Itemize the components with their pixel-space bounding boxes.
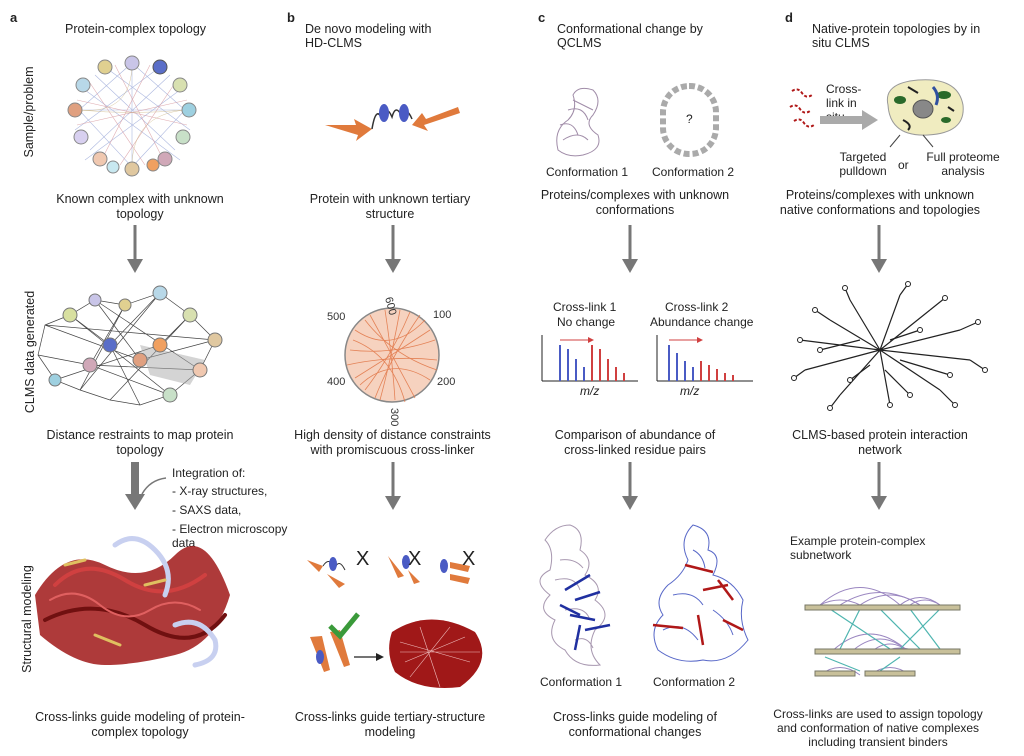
targeted-pulldown-label: Targeted pulldown [839, 150, 887, 178]
topology-network-figure [37, 285, 223, 406]
row-label-sample: Sample/problem [22, 66, 36, 158]
free-proteins-squiggles [789, 88, 815, 128]
example-subnetwork-label: Example protein-complex subnetwork [790, 534, 926, 562]
conformation-2-model-label: Conformation 2 [653, 675, 736, 689]
panel-c-caption-2: Comparison of abundance of cross-linked … [554, 428, 716, 457]
rejected-model-1 [307, 557, 346, 588]
complex-structure-model [35, 536, 230, 668]
integration-item-saxs: - SAXS data, [172, 503, 242, 517]
arrow-b1 [385, 225, 401, 273]
crosslink-1-title: Cross-link 1 [553, 300, 617, 314]
conformation-2-label: Conformation 2 [652, 165, 735, 179]
panel-letter-d: d [785, 10, 793, 25]
crosslink-2-title: Cross-link 2 [665, 300, 729, 314]
panel-letter-c: c [538, 10, 546, 25]
circos-plot: 600 100 200 300 400 500 [327, 296, 455, 427]
full-proteome-label: Full proteome analysis [926, 150, 1000, 178]
mz-label-2: m/z [680, 384, 700, 398]
conformation-1-model [539, 524, 611, 666]
crosslink-2-subtitle: Abundance change [650, 315, 754, 329]
circos-tick-300: 300 [388, 408, 400, 426]
integration-bracket [141, 477, 167, 495]
conformation-1-label: Conformation 1 [546, 165, 629, 179]
panel-c-caption-3: Cross-links guide modeling of conformati… [553, 710, 717, 739]
circos-tick-500: 500 [327, 311, 345, 323]
subnetwork-figure [804, 587, 961, 677]
crosslink-arrow [820, 110, 878, 130]
protein-interaction-network [791, 281, 988, 411]
integration-title: Integration of: [172, 466, 246, 480]
panel-b-caption-3: Cross-links guide tertiary-structure mod… [294, 710, 486, 739]
mz-label-1: m/z [580, 384, 600, 398]
arrow-d2 [871, 462, 887, 510]
accepted-model-figure [310, 612, 483, 688]
cell-figure [886, 79, 964, 136]
integration-item-xray: - X-ray structures, [172, 484, 268, 498]
question-mark: ? [686, 112, 693, 126]
circos-tick-400: 400 [327, 376, 345, 388]
panel-d-title: Native-protein topologies by in situ CLM… [812, 22, 981, 50]
circos-tick-200: 200 [437, 376, 455, 388]
or-label: or [898, 158, 909, 172]
rejected-model-2 [388, 555, 420, 584]
conformation-1-model-label: Conformation 1 [540, 675, 623, 689]
panel-a-title: Protein-complex topology [65, 22, 207, 36]
circos-tick-100: 100 [433, 309, 451, 321]
rejected-model-3 [440, 559, 470, 584]
panel-c-caption-1: Proteins/complexes with unknown conforma… [540, 188, 730, 217]
panel-a-caption-3: Cross-links guide modeling of protein-co… [35, 710, 245, 739]
circos-tick-600: 600 [382, 296, 398, 317]
crosslink-1-subtitle: No change [557, 315, 616, 329]
complex-ring-figure [67, 55, 197, 177]
x-mark-1: X [356, 548, 370, 570]
spectrum-crosslink-2 [656, 335, 753, 382]
panel-a-caption-1: Known complex with unknown topology [56, 192, 224, 221]
panel-b-caption-2: High density of distance constraints wit… [294, 428, 491, 457]
arrow-b2 [385, 462, 401, 510]
conformation-2-unknown [660, 83, 719, 157]
panel-d-caption-2: CLMS-based protein interaction network [792, 428, 968, 457]
spectrum-crosslink-1 [541, 335, 638, 382]
x-mark-2: X [408, 548, 422, 570]
pulldown-arrows [889, 134, 934, 148]
arrow-d1 [871, 225, 887, 273]
conformation-1-structure [556, 87, 600, 157]
arrow-c2 [622, 462, 638, 510]
panel-d-caption-1: Proteins/complexes with unknown native c… [779, 188, 981, 217]
unknown-protein-figure [325, 104, 460, 141]
conformation-2-model [652, 524, 749, 662]
x-mark-3: X [462, 548, 476, 570]
panel-a-caption-2: Distance restraints to map protein topol… [46, 428, 234, 457]
panel-b-caption-1: Protein with unknown tertiary structure [309, 192, 471, 221]
panel-letter-a: a [10, 10, 18, 25]
arrow-c1 [622, 225, 638, 273]
panel-b-title: De novo modeling with HD-CLMS [305, 22, 432, 50]
panel-d-caption-3: Cross-links are used to assign topology … [773, 707, 983, 749]
arrow-a1 [127, 225, 143, 273]
panel-c-title: Conformational change by QCLMS [557, 22, 703, 50]
arrow-a2 [125, 462, 145, 510]
panel-letter-b: b [287, 10, 295, 25]
